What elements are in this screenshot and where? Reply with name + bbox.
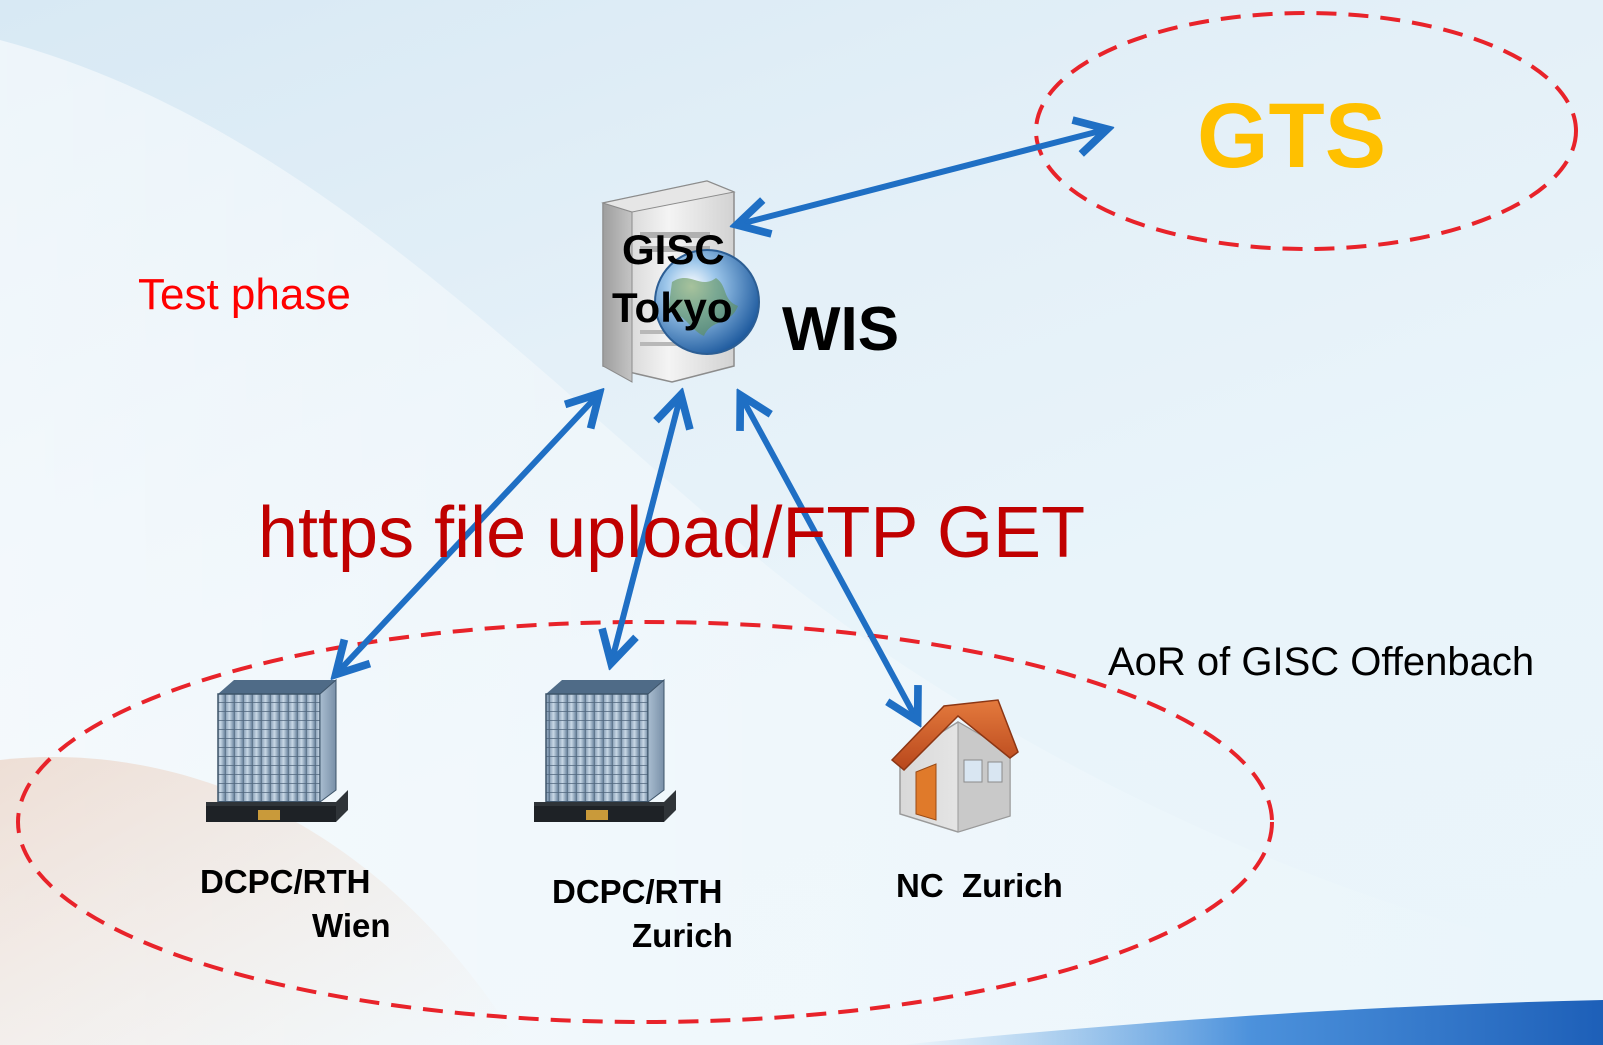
arrow-gisc-gts — [740, 130, 1104, 224]
wien-node-label-line1: DCPC/RTH — [200, 863, 371, 900]
wien-node-label-line2: Wien — [312, 907, 391, 944]
aor-label: AoR of GISC Offenbach — [1108, 640, 1535, 684]
globe-icon — [654, 249, 760, 355]
wis-label: WIS — [782, 295, 900, 364]
building-icon-wien — [206, 678, 348, 822]
gts-boundary-ellipse — [1034, 11, 1578, 251]
arrow-gisc-wien — [338, 396, 597, 672]
arrow-gisc-zurich-dcpc — [612, 398, 680, 660]
building-icon-zurich — [534, 678, 676, 822]
gts-label: GTS — [1197, 85, 1387, 187]
gisc-label: GISC — [622, 226, 725, 273]
test-phase-label: Test phase — [138, 270, 351, 319]
zurich-dcpc-label-line2: Zurich — [632, 917, 733, 954]
house-icon — [890, 699, 1019, 833]
tokyo-label: Tokyo — [612, 284, 733, 331]
nc-zurich-label: NC Zurich — [896, 867, 1063, 904]
zurich-dcpc-label-line1: DCPC/RTH — [552, 873, 723, 910]
arrow-gisc-nc-zurich — [742, 398, 916, 718]
protocol-label: https file upload/FTP GET — [258, 493, 1086, 573]
